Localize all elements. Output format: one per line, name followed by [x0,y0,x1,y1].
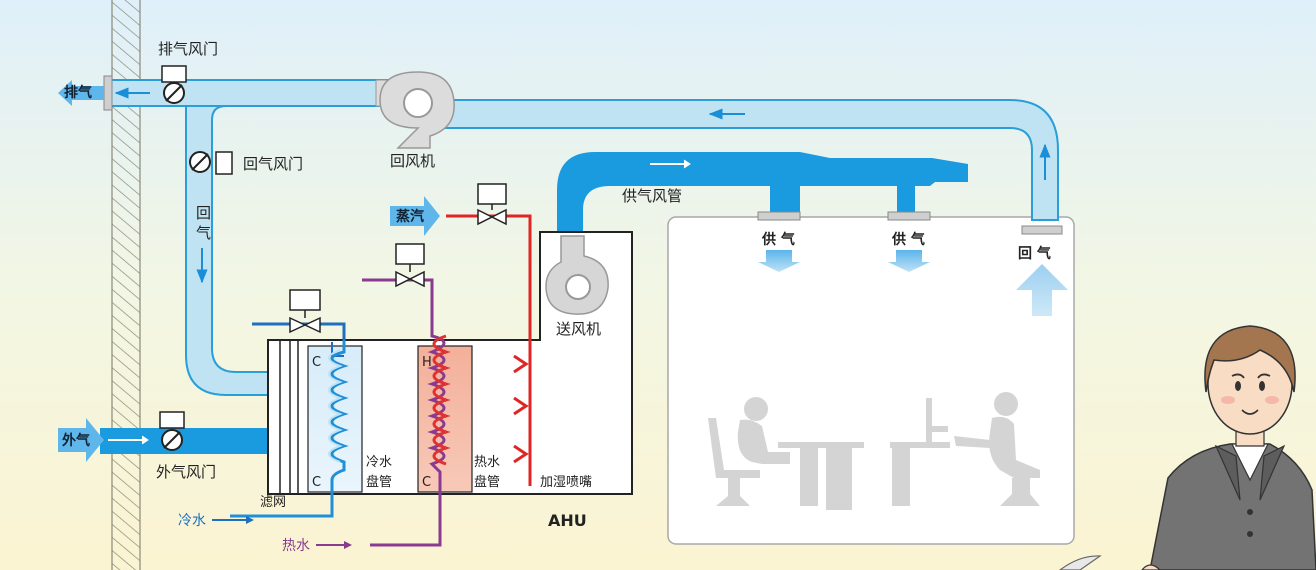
supply-label-2: 供 气 [891,231,925,248]
return-fan [375,71,455,149]
coil-h-bottom: C [422,475,431,490]
supply-grille-2 [887,211,931,221]
ahu-label: AHU [548,511,587,530]
exhaust-grille [103,75,113,111]
recirculation-duct [185,105,271,396]
coil-c-top: C [312,355,321,370]
supply-fan-label: 送风机 [556,320,601,338]
hot-water-label: 热水 [282,538,310,554]
cold-coil-label-1: 冷水 [366,455,392,470]
exhaust-block-arrow [58,80,104,106]
return-up-block-arrow [1016,264,1068,316]
supply-fan [545,235,609,315]
coil-h-top: H [422,355,432,370]
supply-label-1: 供 气 [761,231,795,248]
return-damper-label: 回气风门 [243,155,303,173]
return-duct-label-2: 气 [196,224,211,242]
supply-grille-1 [757,211,801,221]
cold-water-arrowhead [246,516,254,524]
hot-coil-label-2: 盘管 [474,474,500,490]
outside-air-label: 外气 [62,432,90,449]
steam-label: 蒸汽 [396,208,424,225]
supply-duct [557,152,968,235]
supply-down-arrow-2 [888,250,930,272]
cold-water-pipe [252,322,346,340]
coil-c-bottom: C [312,475,321,490]
return-air-label: 回 气 [1018,245,1051,262]
return-duct [419,99,1059,221]
filter-label: 滤网 [260,495,286,510]
exhaust-label: 排气 [64,84,92,101]
humidifier-label: 加湿喷嘴 [540,475,592,490]
hot-coil-label-1: 热水 [474,455,500,470]
outside-air-damper [159,411,185,451]
outside-air-block-arrow [58,418,104,462]
cold-coil-label-2: 盘管 [366,474,392,490]
ahu-unit [267,231,633,495]
hot-water-arrowhead [344,541,352,549]
hot-water-coil [362,278,451,547]
return-damper [189,151,233,175]
presenter-illustration [1058,325,1316,570]
steam-block-arrow [390,196,440,236]
supply-duct-label: 供气风管 [622,187,682,205]
exhaust-damper [161,65,187,104]
steam-valve [477,183,507,226]
cold-water-valve [289,289,321,334]
cold-water-coil [230,332,349,518]
exhaust-duct [109,79,401,107]
supply-down-arrow-1 [758,250,800,272]
steam-pipe [446,214,532,486]
outside-flow-arrowhead [141,435,149,445]
outside-damper-label: 外气风门 [156,463,216,481]
return-duct-label-1: 回 [196,204,211,222]
supply-flow-arrowhead [683,159,691,169]
return-grille [1021,225,1063,235]
return-fan-label: 回风机 [390,152,435,170]
hot-water-valve [395,243,425,288]
exhaust-damper-label: 排气风门 [158,40,218,58]
office-workers [708,392,1040,510]
cold-water-label: 冷水 [178,513,206,529]
